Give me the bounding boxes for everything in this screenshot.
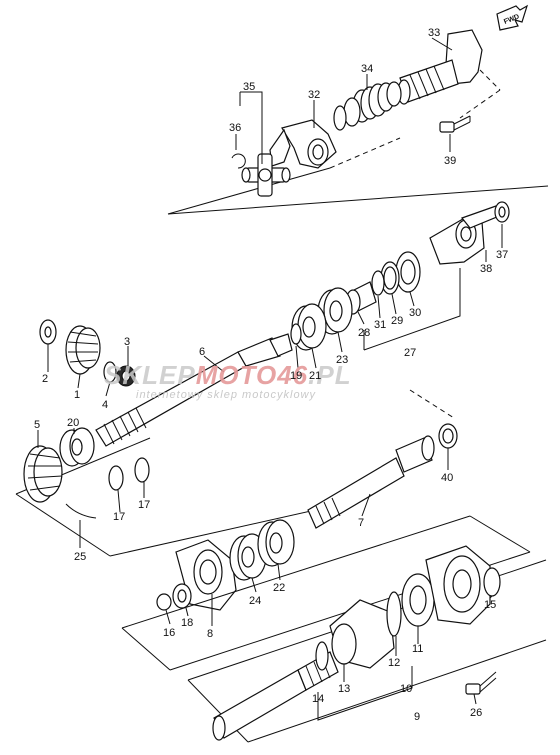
- part-25-clip: [65, 503, 97, 519]
- callout-26: 26: [470, 707, 482, 719]
- watermark: SKLEPMOTO46.PL internetowy sklep motocyk…: [104, 360, 352, 401]
- top-section-frame: [167, 69, 549, 215]
- part-38-shaft-yoke: [429, 205, 506, 265]
- callout-28: 28: [358, 327, 370, 339]
- callout-17-right: 17: [138, 499, 150, 511]
- callout-38: 38: [480, 263, 492, 275]
- callout-24: 24: [249, 595, 261, 607]
- part-30-bearing: [395, 251, 421, 293]
- callout-40: 40: [441, 472, 453, 484]
- callout-7: 7: [358, 517, 364, 529]
- part-11-joint: [401, 573, 435, 627]
- callout-12: 12: [388, 657, 400, 669]
- fwd-arrow-icon: FWD: [496, 4, 529, 31]
- part-20-bearing: [59, 427, 95, 467]
- callout-5: 5: [34, 419, 40, 431]
- part-10-housing: [425, 545, 491, 625]
- part-34-boot: [333, 81, 402, 131]
- part-27-group-bracket: [363, 268, 461, 351]
- part-26-bolt: [465, 671, 497, 695]
- part-13-boot: [329, 599, 395, 669]
- callout-4: 4: [102, 399, 108, 411]
- callout-20: 20: [67, 417, 79, 429]
- callout-9: 9: [414, 711, 420, 723]
- part-8-housing: [175, 539, 237, 611]
- part-1-bevel-gear: [65, 325, 101, 375]
- callout-8: 8: [207, 628, 213, 640]
- part-36-circlip: [231, 153, 246, 169]
- part-40-circlip: [438, 423, 458, 449]
- part-29-ring: [380, 261, 400, 295]
- callout-11: 11: [412, 643, 423, 655]
- callout-3: 3: [124, 336, 130, 348]
- part-31-ring: [371, 270, 385, 296]
- part-7-shaft: [307, 435, 435, 529]
- watermark-part-c: .PL: [308, 360, 351, 390]
- part-19-shim: [290, 323, 302, 345]
- callout-31: 31: [374, 319, 386, 331]
- part-17-ring-right: [134, 457, 150, 483]
- callout-22: 22: [273, 582, 285, 594]
- part-6-drive-shaft: [95, 333, 293, 447]
- callout-18: 18: [181, 617, 193, 629]
- callout-17-left: 17: [113, 511, 125, 523]
- callout-16: 16: [163, 627, 175, 639]
- part-18-washer: [172, 583, 192, 609]
- callout-36: 36: [229, 122, 241, 134]
- part-5-bevel-gear: [23, 445, 63, 503]
- callout-32: 32: [308, 89, 320, 101]
- callout-25: 25: [74, 551, 86, 563]
- part-28-sleeve: [345, 281, 377, 315]
- leader-lines: [37, 37, 503, 721]
- callout-21: 21: [309, 370, 321, 382]
- callout-39: 39: [444, 155, 456, 167]
- part-37-ring: [494, 201, 510, 223]
- part-39-bolt: [439, 115, 471, 133]
- part-2-washer: [39, 319, 57, 345]
- watermark-subtitle: internetowy sklep motocyklowy: [136, 389, 317, 401]
- part-16-nut: [156, 593, 172, 611]
- part-17-ring-left: [108, 465, 124, 491]
- callout-27: 27: [404, 347, 416, 359]
- callout-10: 10: [400, 683, 412, 695]
- watermark-text: SKLEPMOTO46.PL: [104, 360, 352, 390]
- watermark-part-b: MOTO46: [196, 360, 308, 390]
- callout-15: 15: [484, 599, 496, 611]
- callout-14: 14: [312, 693, 324, 705]
- part-35-universal-joint: [241, 153, 291, 197]
- callout-6: 6: [199, 346, 205, 358]
- callout-19: 19: [290, 370, 302, 382]
- part-15-ring: [483, 567, 501, 597]
- callout-23: 23: [336, 354, 348, 366]
- callout-33: 33: [428, 27, 440, 39]
- callout-29: 29: [391, 315, 403, 327]
- callout-30: 30: [409, 307, 421, 319]
- callout-1: 1: [74, 389, 80, 401]
- callout-labels: 33 34 32 35 36 39 37 38 30 29 31 28 27 2…: [34, 27, 508, 723]
- callout-13: 13: [338, 683, 350, 695]
- callout-35: 35: [243, 81, 255, 93]
- part-12-ring: [386, 591, 402, 637]
- part-3-nut: [116, 365, 136, 387]
- callout-34: 34: [361, 63, 373, 75]
- callout-2: 2: [42, 373, 48, 385]
- part-32-yoke: [269, 119, 337, 169]
- part-33-flange-shaft: [397, 29, 483, 105]
- part-22-bearing: [257, 519, 295, 567]
- watermark-part-a: SKLEP: [104, 360, 196, 390]
- part-14-clamp: [315, 641, 329, 671]
- callout-37: 37: [496, 249, 508, 261]
